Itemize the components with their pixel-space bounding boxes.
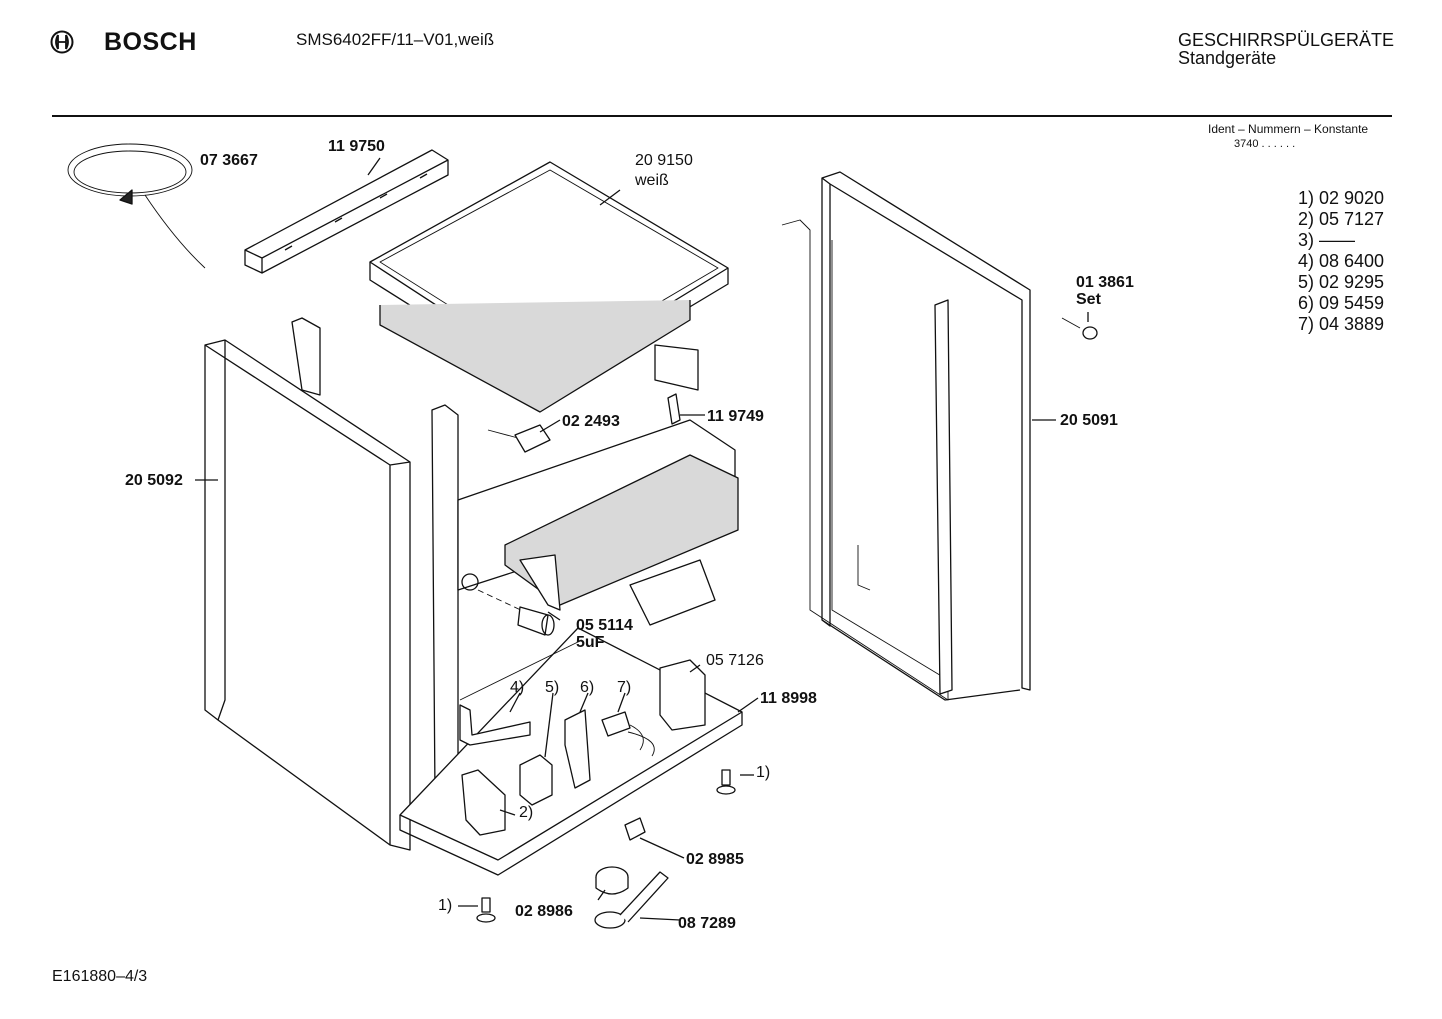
- legend-item-7: 7) 04 3889: [1298, 314, 1385, 334]
- ident-value: 3740 . . . . . .: [1234, 138, 1296, 150]
- callout-float: 02 8986: [515, 903, 573, 920]
- foot-right-icon: [716, 769, 736, 795]
- legend-item-6: 6) 09 5459: [1298, 293, 1385, 313]
- top-panel-icon: [369, 161, 729, 413]
- callout-side-frame-right: 20 5091: [1060, 412, 1118, 429]
- left-upright-icon: [291, 317, 321, 396]
- callout-power-cord: 07 3667: [200, 152, 258, 169]
- float-icon: [595, 866, 629, 895]
- component-5-icon: [519, 754, 553, 806]
- power-cord-icon: [67, 143, 206, 269]
- callout-item-1-left: 1): [438, 897, 453, 914]
- callout-clip: 02 2493: [562, 413, 620, 430]
- callout-relay-bracket: 05 7126: [706, 652, 764, 669]
- category-title: GESCHIRRSPÜLGERÄTE: [1178, 30, 1395, 50]
- float-switch-icon: [624, 817, 646, 841]
- legend-item-3: 3) ——: [1298, 230, 1356, 250]
- bosch-logo-icon: [50, 30, 74, 59]
- callout-bracket: 11 9749: [707, 408, 764, 425]
- legend-item-1: 1) 02 9020: [1298, 188, 1385, 208]
- legend-item-4: 4) 08 6400: [1298, 251, 1385, 271]
- callout-item-6: 6): [580, 679, 595, 696]
- side-panel-left-icon: [204, 339, 411, 851]
- screw-set-icon: [1061, 317, 1098, 340]
- capacitor-icon: [477, 589, 555, 636]
- clip-icon: [487, 424, 551, 453]
- parts-legend: 1) 02 9020 2) 05 7127 3) —— 4) 08 6400 5…: [1298, 188, 1384, 335]
- foot-left-icon: [476, 897, 496, 923]
- drawing-id: E161880–4/3: [52, 968, 148, 985]
- float-housing-icon: [594, 871, 669, 929]
- callout-float-housing: 08 7289: [678, 915, 736, 932]
- model-number: SMS6402FF/11–V01,weiß: [296, 30, 495, 49]
- bracket-icon: [667, 393, 681, 425]
- component-2-icon: [461, 769, 506, 836]
- category-subtitle: Standgeräte: [1178, 48, 1277, 68]
- callout-item-7: 7): [617, 679, 632, 696]
- legend-item-5: 5) 02 9295: [1298, 272, 1385, 292]
- legend-item-2: 2) 05 7127: [1298, 209, 1385, 229]
- callout-screw-set: 01 3861: [1076, 274, 1134, 291]
- component-4-icon: [459, 704, 531, 746]
- component-6-icon: [564, 709, 591, 789]
- ident-title: Ident – Nummern – Konstante: [1208, 122, 1369, 136]
- callout-base-tray: 11 8998: [760, 690, 817, 707]
- component-7-icon: [601, 711, 655, 757]
- leader-lines: [195, 157, 1089, 921]
- callout-side-panel-left: 20 5092: [125, 472, 183, 489]
- callout-float-switch: 02 8985: [686, 851, 744, 868]
- callout-top-panel: 20 9150: [635, 152, 693, 169]
- brand-name: BOSCH: [104, 28, 197, 56]
- side-frame-right-icon: [781, 171, 1031, 701]
- header-divider: [52, 115, 1392, 117]
- callout-item-4: 4): [510, 679, 525, 696]
- callout-item-5: 5): [545, 679, 560, 696]
- relay-bracket-icon: [659, 659, 706, 731]
- front-post-icon: [431, 404, 459, 806]
- callout-capacitor-value: 5uF: [576, 634, 605, 651]
- callout-item-2: 2): [519, 804, 534, 821]
- tub-assembly-icon: [457, 419, 739, 626]
- top-rail-icon: [244, 149, 449, 274]
- callout-top-rail: 11 9750: [328, 138, 385, 155]
- callout-screw-set-label: Set: [1076, 291, 1101, 308]
- callout-item-1-right: 1): [756, 764, 771, 781]
- callout-capacitor: 05 5114: [576, 617, 633, 634]
- callout-top-panel-color: weiß: [635, 172, 669, 189]
